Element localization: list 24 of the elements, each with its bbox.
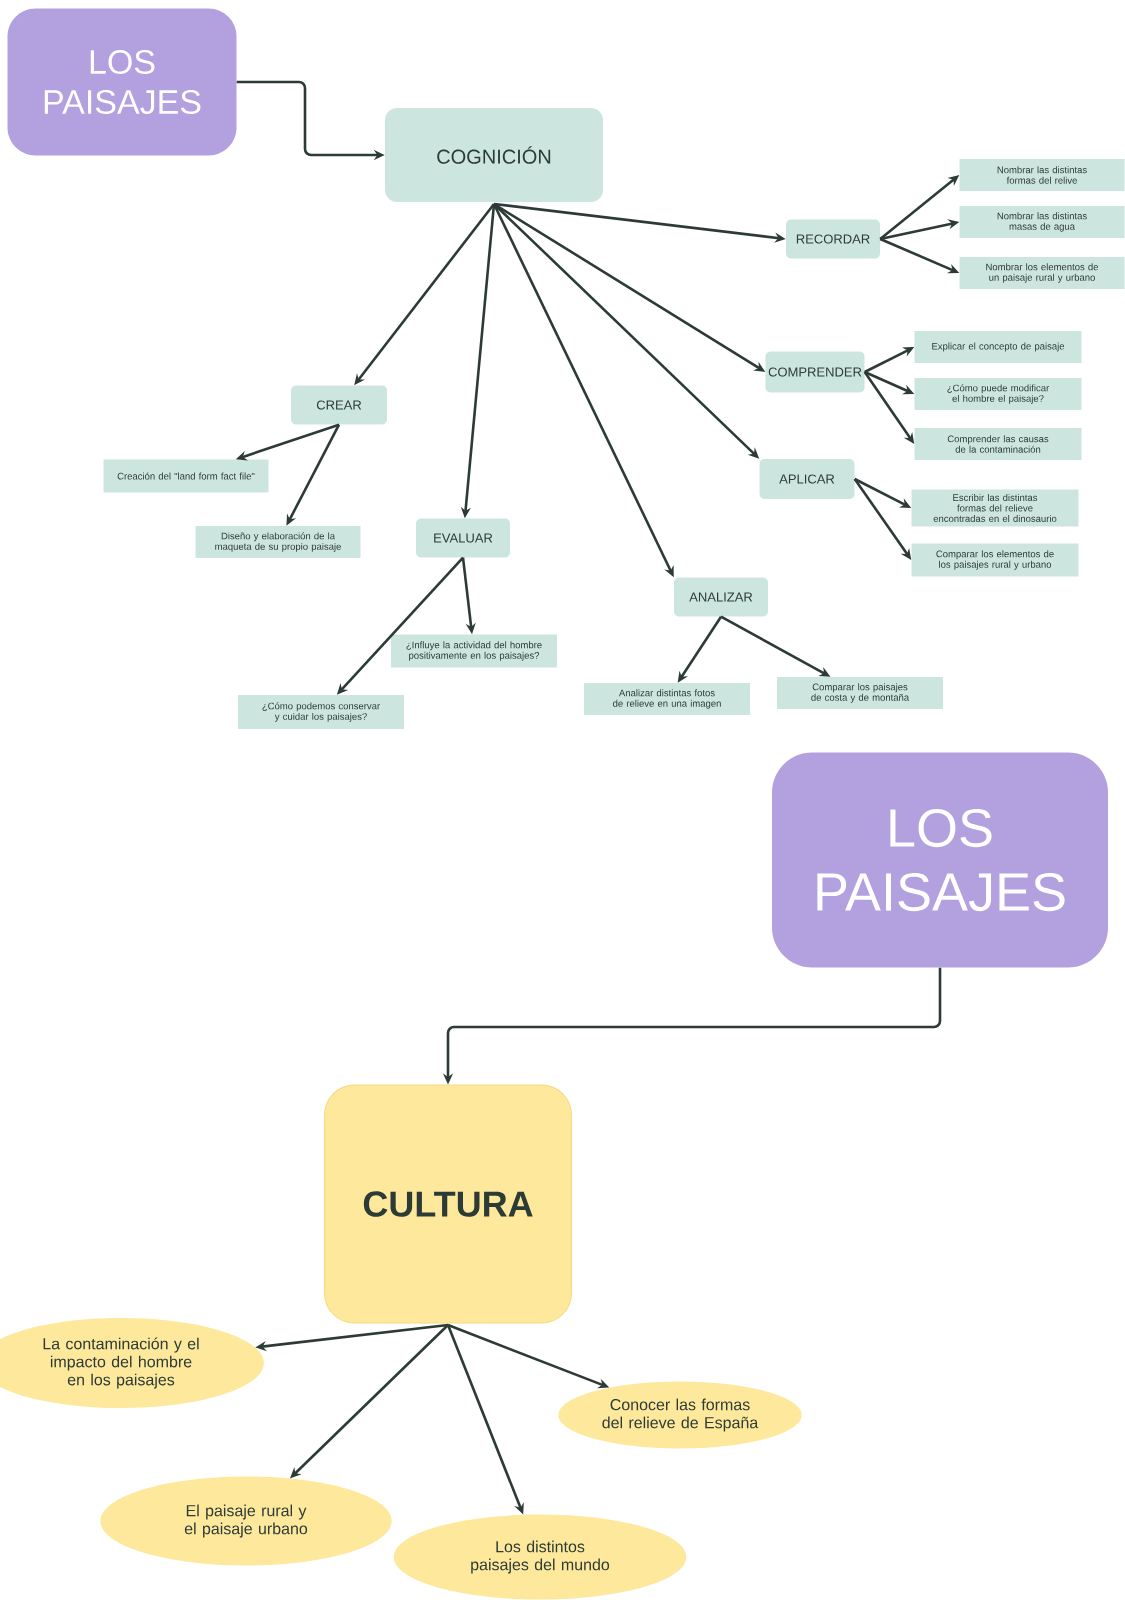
text-box: Creación del "land form fact file"	[103, 459, 269, 493]
text-box: Comparar los paisajes de costa y de montaña	[777, 677, 943, 709]
text-box: Comprender las causas de la contaminación	[914, 428, 1082, 460]
category-box: COMPRENDER	[765, 351, 865, 393]
category-box: COGNICIÓN	[385, 108, 603, 202]
text-box: Analizar distintas fotos de relieve en una imagen	[584, 683, 750, 715]
text-box: Explicar el concepto de paisaje	[914, 331, 1082, 363]
text-box: Comparar los elementos de los paisajes rural y urbano	[911, 543, 1079, 577]
text-box: ¿Influye la actividad del hombre positivamente en los paisajes?	[391, 634, 557, 668]
topic-box: CULTURA	[324, 1084, 572, 1324]
text-box: Nombrar las distintas formas del relive	[959, 159, 1125, 191]
text-box: Nombrar las distintas masas de agua	[959, 206, 1125, 238]
category-box: EVALUAR	[416, 518, 510, 558]
category-box: RECORDAR	[786, 219, 880, 259]
text-box: Nombrar los elementos de un paisaje rural y urbano	[959, 257, 1125, 289]
category-box: CREAR	[291, 385, 387, 425]
text-box: Diseño y elaboración de la maqueta de su propio paisaje	[195, 526, 361, 558]
text-box: ¿Cómo puede modificar el hombre el paisaje?	[914, 378, 1082, 410]
text-box: Escribir las distintas formas del relieve encontradas en el dinosaurio	[911, 489, 1079, 527]
title-box: LOS PAISAJES	[772, 752, 1108, 968]
text-box: ¿Cómo podemos conservar y cuidar los paisajes?	[238, 695, 404, 729]
title-box: LOS PAISAJES	[7, 8, 237, 156]
category-box: APLICAR	[759, 459, 855, 499]
category-box: ANALIZAR	[674, 577, 768, 617]
